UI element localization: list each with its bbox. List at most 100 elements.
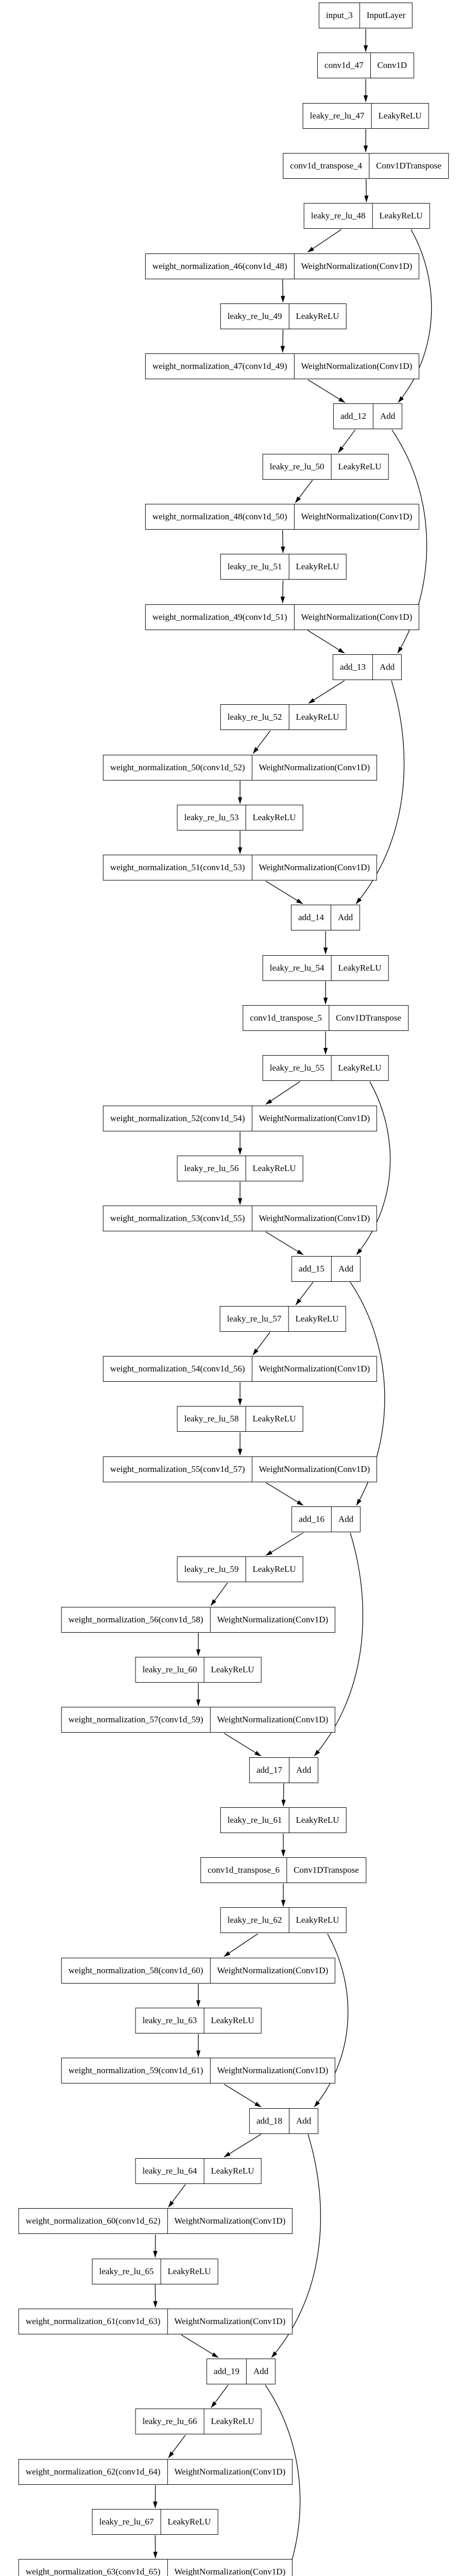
node-label: add_18	[256, 2115, 282, 2126]
node-weight_normalization_54(conv1d_56): weight_normalization_54(conv1d_56) Weight…	[103, 1356, 378, 1382]
edge-add_13-to-leaky_re_lu_52	[308, 680, 345, 704]
node-type: Add	[288, 1757, 318, 1783]
node-leaky_re_lu_60: leaky_re_lu_60 LeakyReLU	[135, 1656, 262, 1683]
node-weight_normalization_62(conv1d_64): weight_normalization_62(conv1d_64)Weight…	[18, 2459, 293, 2485]
node-label: weight_normalization_58(conv1d_60)	[68, 1965, 203, 1975]
node-label: leaky_re_lu_49	[227, 311, 282, 321]
edge-weight_normalization_51(conv1d_53)-to-add_14	[265, 880, 303, 904]
node-weight_normalization_49(conv1d_51): weight_normalization_49(conv1d_51)Weight…	[145, 604, 420, 630]
node-type: WeightNormalization(Conv1D)	[251, 755, 377, 780]
edge-leaky_re_lu_55-to-weight_normalization_52(conv1d_54)	[265, 1081, 300, 1105]
node-type: LeakyReLU	[245, 1406, 302, 1432]
node-type: Add	[246, 2359, 275, 2384]
node-label: weight_normalization_52(conv1d_54)	[110, 1113, 245, 1123]
node-type: LeakyReLU	[245, 805, 302, 830]
node-type: WeightNormalization(Conv1D)	[167, 2309, 292, 2334]
edge-leaky_re_lu_62-to-weight_normalization_58(conv1d_60)	[224, 1933, 258, 1957]
node-type: Conv1D	[370, 53, 414, 78]
node-type: Add	[372, 654, 401, 680]
node-type: WeightNormalization(Conv1D)	[210, 1707, 335, 1733]
node-label: weight_normalization_51(conv1d_53)	[110, 862, 245, 873]
node-label: add_19	[213, 2366, 240, 2377]
node-label: leaky_re_lu_53	[184, 812, 239, 822]
node-leaky_re_lu_57: leaky_re_lu_57 LeakyReLU	[219, 1306, 346, 1332]
node-label: weight_normalization_46(conv1d_48)	[152, 261, 287, 271]
skip-edge-leaky_re_lu_55-to-add_15	[356, 1081, 391, 1255]
node-weight_normalization_61(conv1d_63): weight_normalization_61(conv1d_63)Weight…	[18, 2308, 293, 2334]
node-type: WeightNormalization(Conv1D)	[251, 1106, 377, 1131]
node-label: weight_normalization_47(conv1d_49)	[152, 361, 287, 371]
node-weight_normalization_46(conv1d_48): weight_normalization_46(conv1d_48)Weight…	[145, 253, 420, 279]
node-weight_normalization_50(conv1d_52): weight_normalization_50(conv1d_52)Weight…	[103, 754, 378, 781]
node-type: WeightNormalization(Conv1D)	[167, 2560, 292, 2576]
node-weight_normalization_59(conv1d_61): weight_normalization_59(conv1d_61)Weight…	[61, 2058, 336, 2084]
node-weight_normalization_63(conv1d_65): weight_normalization_63(conv1d_65)Weight…	[18, 2559, 293, 2576]
node-weight_normalization_56(conv1d_58): weight_normalization_56(conv1d_58)Weight…	[61, 1606, 336, 1633]
node-label: add_14	[298, 912, 324, 923]
node-type: LeakyReLU	[331, 454, 388, 479]
node-type: LeakyReLU	[203, 2409, 261, 2434]
skip-edge-leaky_re_lu_62-to-add_18	[314, 1934, 349, 2108]
node-type: LeakyReLU	[288, 1908, 346, 1933]
node-label: leaky_re_lu_61	[227, 1815, 282, 1825]
node-type: WeightNormalization(Conv1D)	[251, 1357, 377, 1382]
node-type: WeightNormalization(Conv1D)	[294, 504, 419, 529]
node-weight_normalization_57(conv1d_59): weight_normalization_57(conv1d_59) Weight…	[61, 1707, 336, 1733]
node-label: conv1d_transpose_6	[208, 1865, 280, 1875]
node-type: WeightNormalization(Conv1D)	[210, 1958, 335, 1983]
node-label: weight_normalization_57(conv1d_59)	[68, 1715, 203, 1725]
node-label: leaky_re_lu_50	[269, 461, 325, 471]
node-label: conv1d_transpose_5	[250, 1013, 322, 1023]
node-leaky_re_lu_50: leaky_re_lu_50 LeakyReLU	[262, 453, 389, 480]
node-label: conv1d_47	[324, 60, 364, 71]
edge-leaky_re_lu_50-to-weight_normalization_48(conv1d_50)	[295, 480, 313, 503]
node-label: leaky_re_lu_57	[227, 1313, 282, 1324]
node-label: weight_normalization_54(conv1d_56)	[110, 1364, 245, 1374]
node-label: leaky_re_lu_51	[227, 562, 282, 572]
node-weight_normalization_53(conv1d_55): weight_normalization_53(conv1d_55)Weight…	[103, 1206, 378, 1232]
node-leaky_re_lu_58: leaky_re_lu_58 LeakyReLU	[177, 1406, 303, 1432]
node-type: Add	[330, 905, 360, 930]
node-type: WeightNormalization(Conv1D)	[167, 2209, 292, 2234]
node-label: leaky_re_lu_54	[269, 962, 325, 973]
edge-leaky_re_lu_66-to-weight_normalization_62(conv1d_64)	[168, 2435, 186, 2459]
edge-add_16-to-leaky_re_lu_59	[265, 1532, 304, 1556]
node-type: WeightNormalization(Conv1D)	[294, 354, 419, 379]
node-type: LeakyReLU	[331, 1056, 388, 1081]
node-type: LeakyReLU	[203, 2158, 261, 2183]
node-label: leaky_re_lu_67	[99, 2517, 154, 2527]
node-weight_normalization_58(conv1d_60): weight_normalization_58(conv1d_60) Weight…	[61, 1957, 336, 1984]
node-label: weight_normalization_59(conv1d_61)	[68, 2065, 203, 2076]
edge-leaky_re_lu_48-to-weight_normalization_46(conv1d_48)	[307, 229, 342, 253]
node-type: WeightNormalization(Conv1D)	[251, 855, 377, 880]
node-label: leaky_re_lu_58	[184, 1414, 239, 1424]
node-type: LeakyReLU	[288, 1306, 345, 1331]
node-type: LeakyReLU	[288, 705, 346, 730]
node-label: leaky_re_lu_48	[311, 211, 366, 221]
edge-add_15-to-leaky_re_lu_57	[295, 1282, 314, 1306]
node-label: input_3	[326, 10, 353, 20]
node-conv1d_47: conv1d_47 Conv1D	[317, 53, 415, 79]
edge-leaky_re_lu_52-to-weight_normalization_50(conv1d_52)	[252, 730, 271, 754]
node-type: LeakyReLU	[331, 955, 388, 980]
node-add_14: add_14 Add	[291, 905, 361, 931]
node-type: Add	[372, 404, 402, 429]
node-label: add_16	[298, 1514, 325, 1524]
node-label: leaky_re_lu_60	[142, 1664, 197, 1674]
node-type: LeakyReLU	[203, 1657, 261, 1682]
node-label: leaky_re_lu_47	[310, 110, 365, 121]
node-leaky_re_lu_54: leaky_re_lu_54 LeakyReLU	[262, 955, 389, 981]
